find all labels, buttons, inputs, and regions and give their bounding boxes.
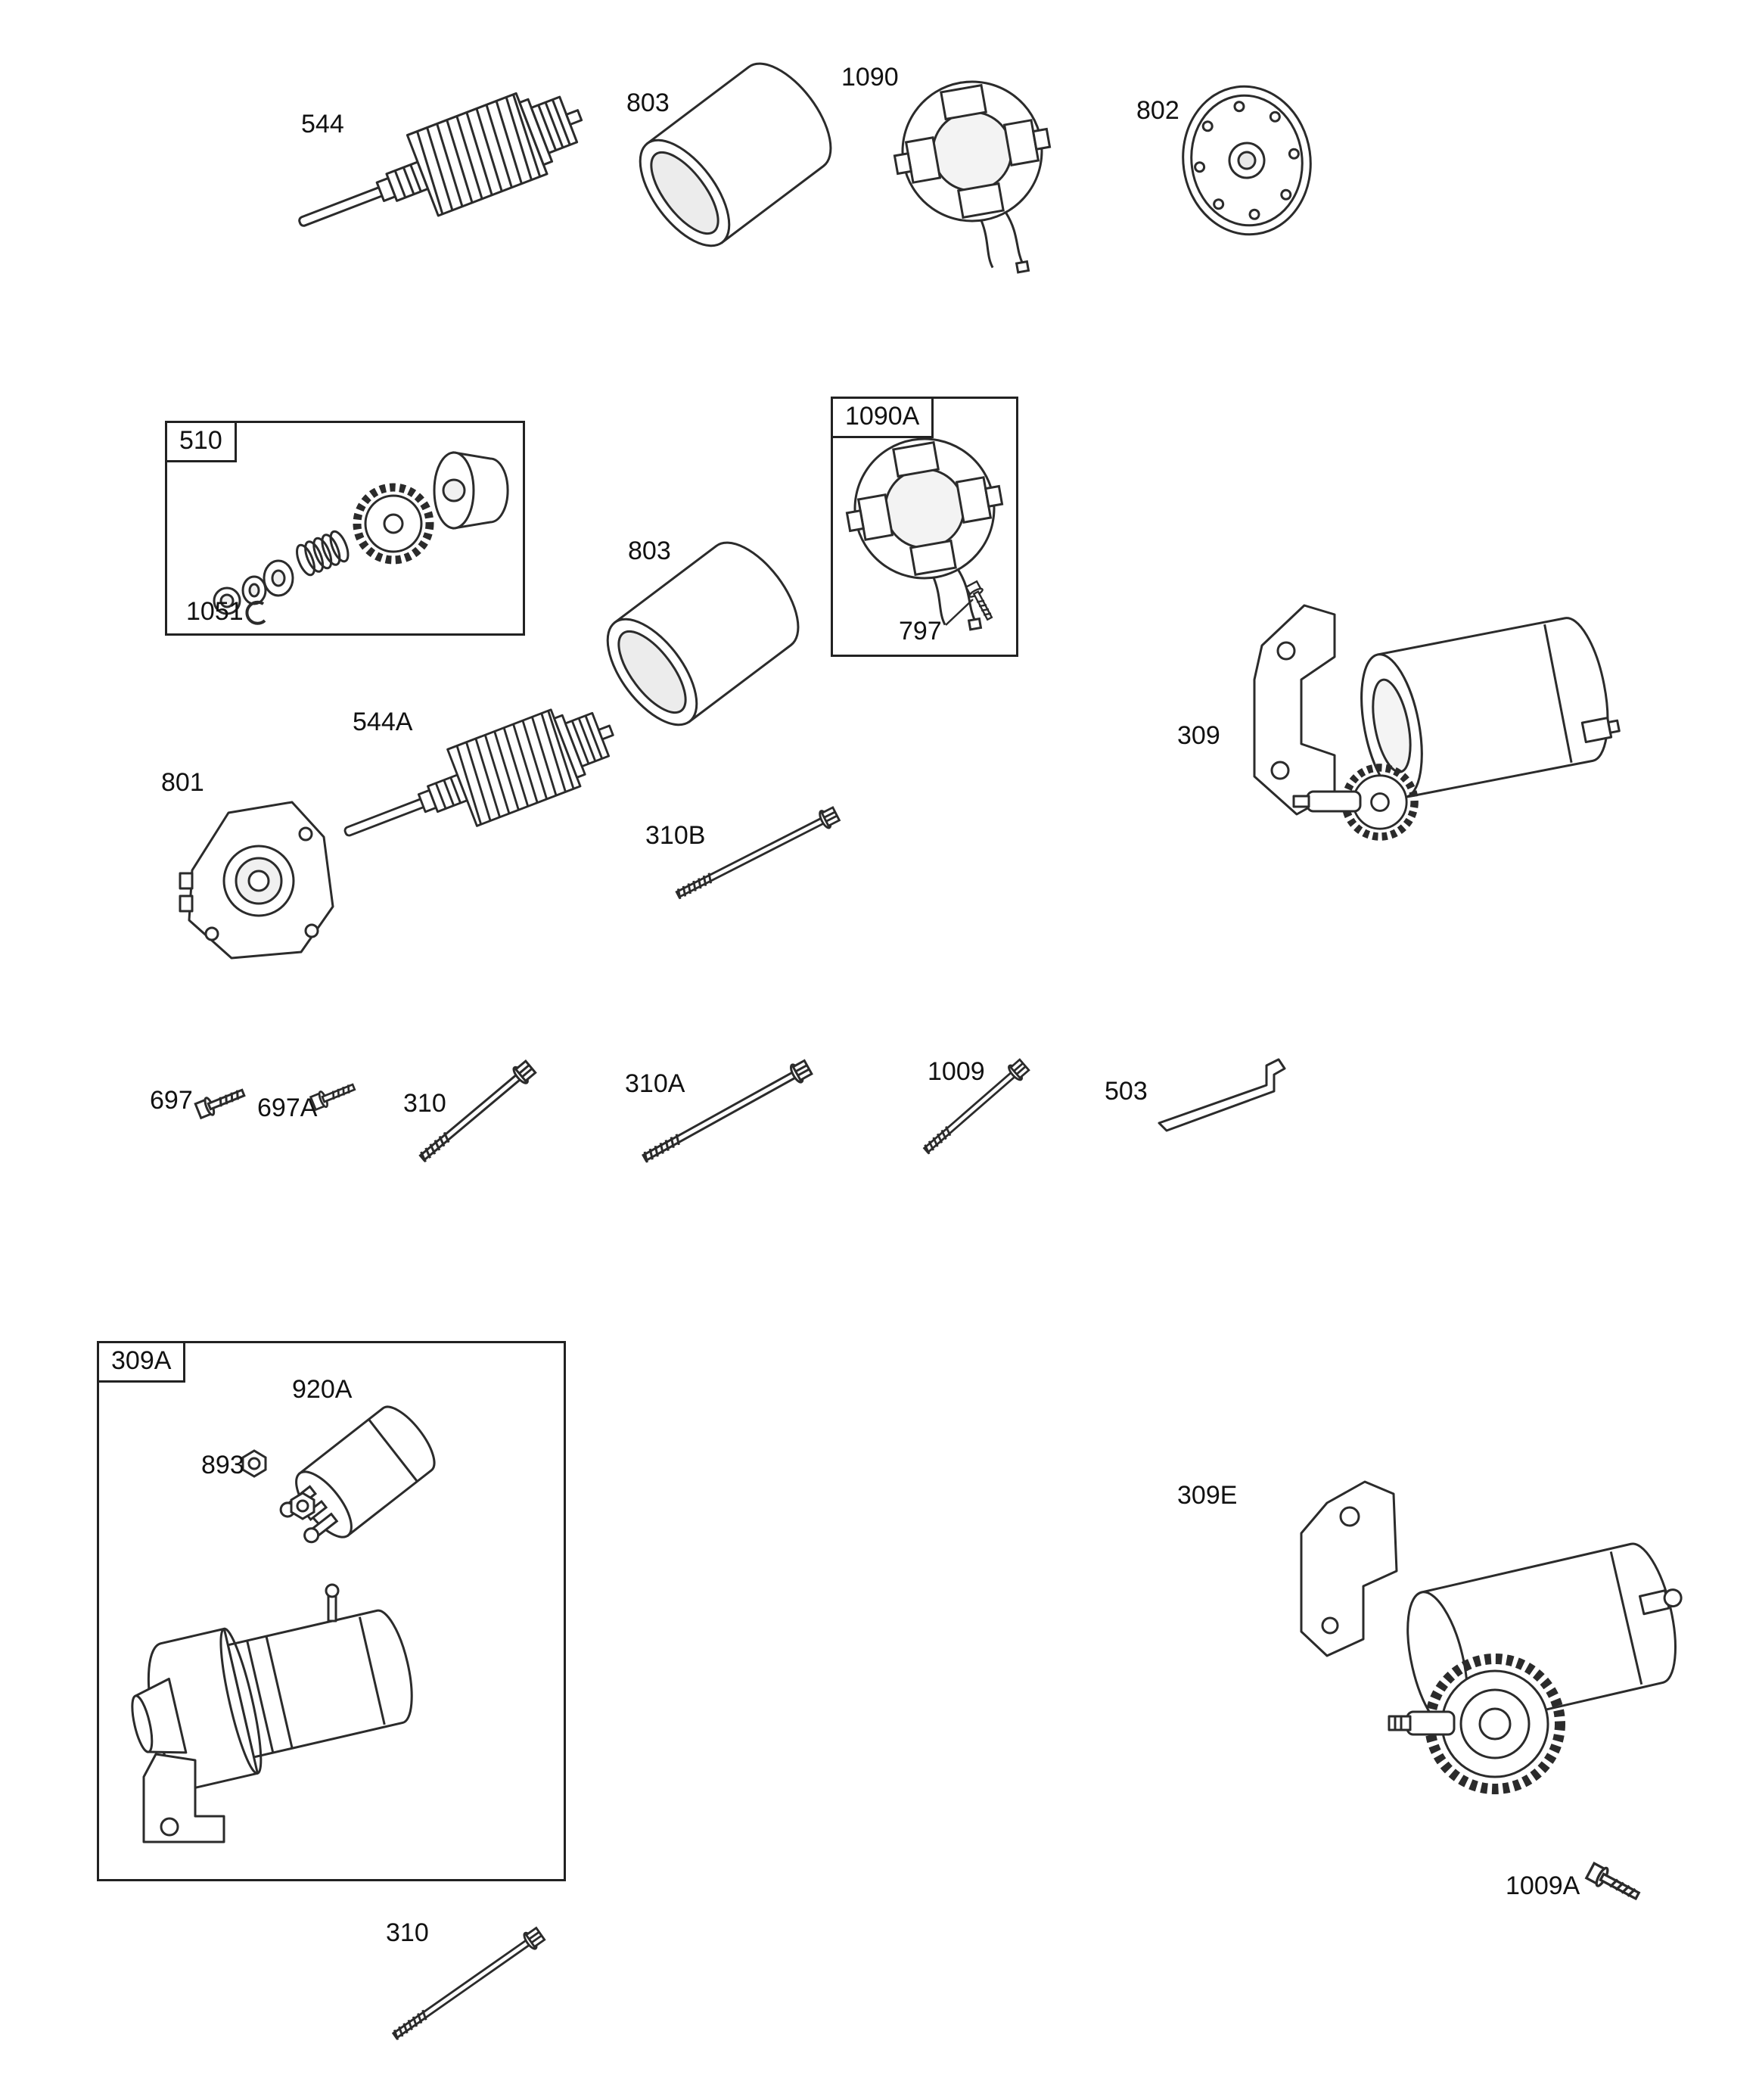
starter-motor-icon — [1254, 605, 1624, 837]
callout-893: 893 — [201, 1451, 244, 1479]
callout-1009A: 1009A — [1506, 1871, 1580, 1900]
armature-icon — [283, 73, 597, 264]
callout-1009: 1009 — [928, 1057, 985, 1086]
screw-icon — [1584, 1860, 1644, 1906]
callout-803-top: 803 — [626, 89, 670, 117]
callout-920A: 920A — [292, 1375, 353, 1404]
callout-802: 802 — [1136, 96, 1179, 125]
callout-544: 544 — [301, 110, 344, 138]
callout-503: 503 — [1105, 1077, 1148, 1106]
group-label-510: 510 — [165, 421, 237, 462]
drive-end-plate-icon — [179, 801, 334, 960]
long-bolt-icon — [672, 804, 842, 904]
group-label-1090A: 1090A — [831, 397, 934, 438]
group-box-510: 510 — [165, 421, 525, 636]
pinion-drive-kit-icon — [213, 451, 509, 625]
callout-803-mid: 803 — [628, 537, 671, 565]
callout-697A: 697A — [257, 1094, 318, 1122]
callout-310B: 310B — [645, 821, 706, 850]
screw-icon — [194, 1083, 248, 1121]
leader-line-797 — [945, 599, 974, 626]
callout-801: 801 — [161, 768, 204, 797]
callout-310A: 310A — [625, 1069, 685, 1098]
starter-motor-gear-icon — [1301, 1482, 1699, 1789]
group-box-1090A: 1090A — [831, 397, 1018, 657]
callout-797: 797 — [899, 617, 942, 646]
group-box-309A: 309A — [97, 1341, 566, 1881]
callout-310-bottom: 310 — [386, 1918, 429, 1947]
callout-544A: 544A — [353, 708, 413, 736]
group-label-309A: 309A — [97, 1341, 186, 1383]
sleeve-icon — [589, 526, 816, 742]
sleeve-icon — [622, 47, 849, 263]
callout-697: 697 — [150, 1086, 193, 1115]
callout-309: 309 — [1177, 721, 1220, 750]
brush-holder-icon — [883, 68, 1072, 291]
spacer-bracket-icon — [1158, 1058, 1286, 1132]
callout-309E: 309E — [1177, 1481, 1238, 1510]
callout-310-mid: 310 — [403, 1089, 446, 1118]
callout-1090: 1090 — [841, 63, 899, 92]
end-cap-icon — [1172, 76, 1322, 244]
callout-1051: 1051 — [186, 597, 244, 626]
